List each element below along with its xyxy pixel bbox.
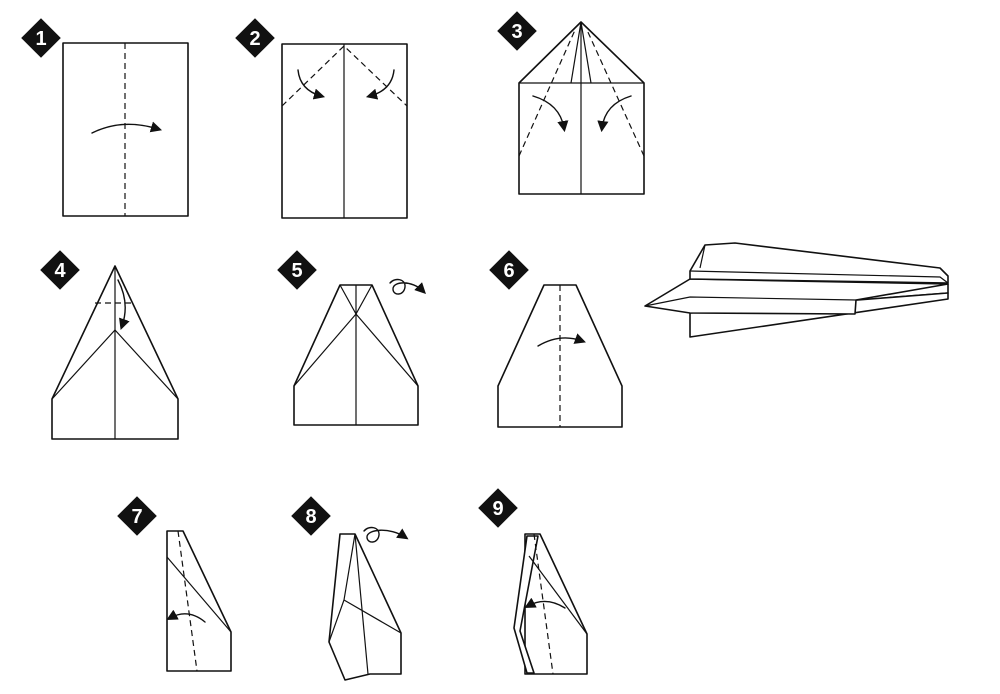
- step-2-badge: 2: [235, 18, 275, 58]
- step-3: 3: [497, 11, 645, 195]
- step-6: 6: [489, 250, 623, 428]
- step-1: 1: [21, 18, 189, 217]
- step-6-badge: 6: [489, 250, 529, 290]
- step-4-badge: 4: [40, 250, 80, 290]
- turn-over-icon: [363, 526, 409, 543]
- step-4: 4: [40, 250, 179, 440]
- svg-text:9: 9: [492, 498, 503, 520]
- svg-text:1: 1: [35, 28, 46, 50]
- svg-text:7: 7: [131, 506, 142, 528]
- step-7-badge: 7: [117, 496, 157, 536]
- svg-text:3: 3: [511, 21, 522, 43]
- step-2: 2: [235, 18, 408, 219]
- step-8: 8: [291, 496, 409, 681]
- paper-airplane-final: [644, 242, 949, 338]
- svg-text:2: 2: [249, 28, 260, 50]
- svg-text:6: 6: [503, 260, 514, 282]
- step-1-badge: 1: [21, 18, 61, 58]
- step-7: 7: [117, 496, 232, 672]
- step-5-badge: 5: [277, 250, 317, 290]
- svg-text:8: 8: [305, 506, 316, 528]
- step-9: 9: [478, 488, 588, 675]
- step-3-badge: 3: [497, 11, 537, 51]
- step-5: 5: [277, 250, 426, 426]
- svg-text:4: 4: [54, 260, 66, 282]
- step-8-paper: [328, 533, 402, 681]
- turn-over-icon: [389, 278, 426, 295]
- svg-text:5: 5: [291, 260, 302, 282]
- step-8-badge: 8: [291, 496, 331, 536]
- step-7-paper: [166, 530, 232, 672]
- step-9-badge: 9: [478, 488, 518, 528]
